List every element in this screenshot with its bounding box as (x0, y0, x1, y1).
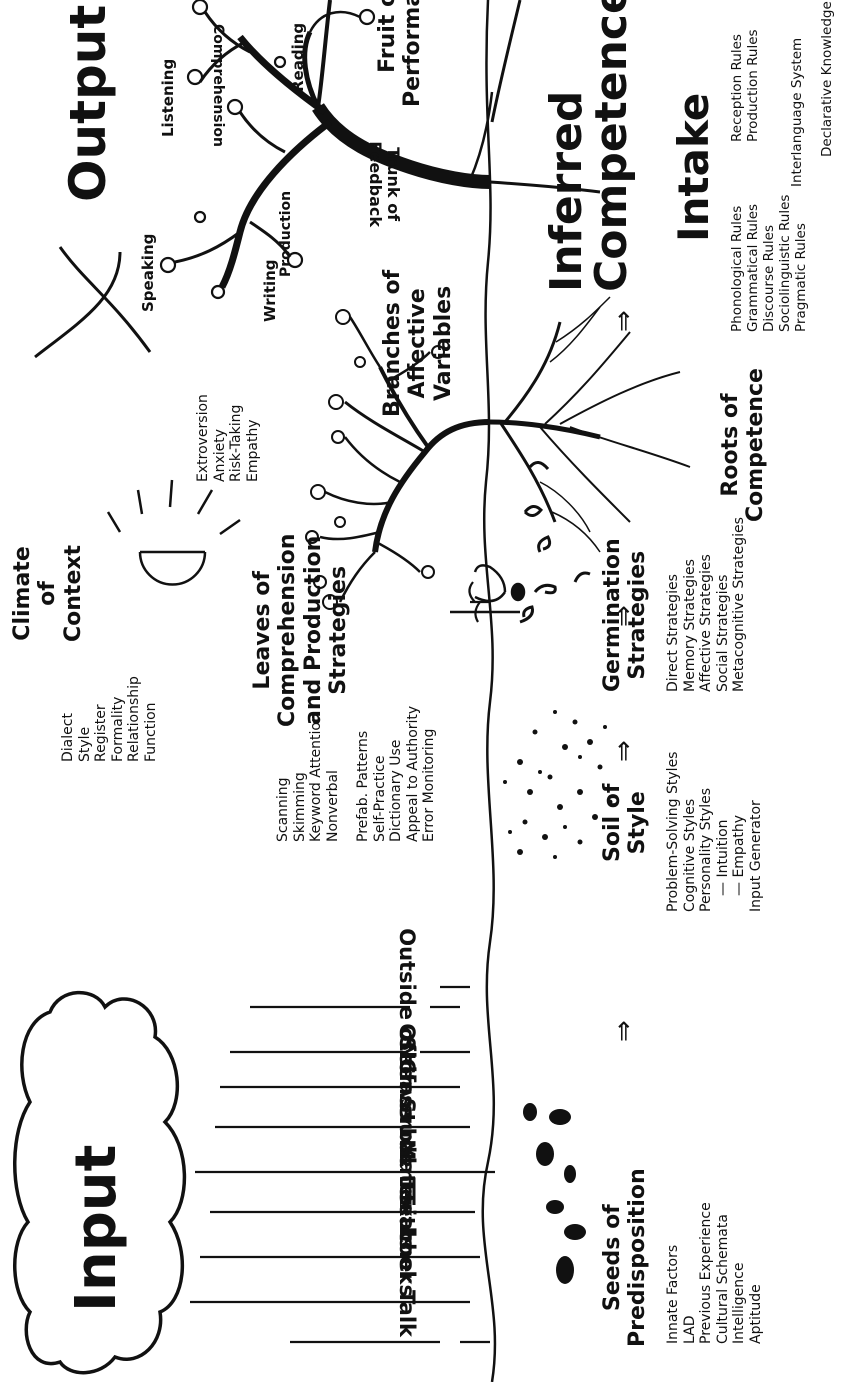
label-reading: Reading (289, 22, 307, 92)
arrow-1: ⇒ (609, 1020, 639, 1042)
input-lines (190, 985, 495, 1344)
input-cloud (13, 990, 187, 1375)
middle-tree (305, 296, 691, 610)
input-title: Input (64, 1144, 129, 1312)
label-writing: Writing (261, 259, 279, 322)
output-tree (159, 0, 601, 300)
sprouts (519, 461, 591, 624)
label-speaking: Speaking (139, 233, 157, 312)
label-listening: Listening (159, 58, 177, 137)
seedling (450, 564, 526, 614)
climate-clouds (34, 246, 152, 359)
arrow-4: ⇒ (609, 310, 639, 332)
intake-rules-col3: Interlanguage System (789, 37, 805, 187)
intake-title: Intake (669, 92, 718, 242)
ground-line (481, 0, 497, 1382)
input-stream-self: Self (395, 1036, 420, 1082)
arrow-2: ⇒ (609, 740, 639, 762)
input-stream-outside-class: Outside of Class (395, 928, 420, 1120)
label-comprehension: Comprehension (210, 23, 227, 147)
sun (106, 479, 241, 586)
soil-dots (503, 710, 613, 859)
intake-rules-col4: Declarative Knowledge (819, 1, 835, 157)
label-production: Production (278, 190, 294, 277)
output-title: Output (59, 4, 117, 202)
seeds (523, 1103, 586, 1284)
